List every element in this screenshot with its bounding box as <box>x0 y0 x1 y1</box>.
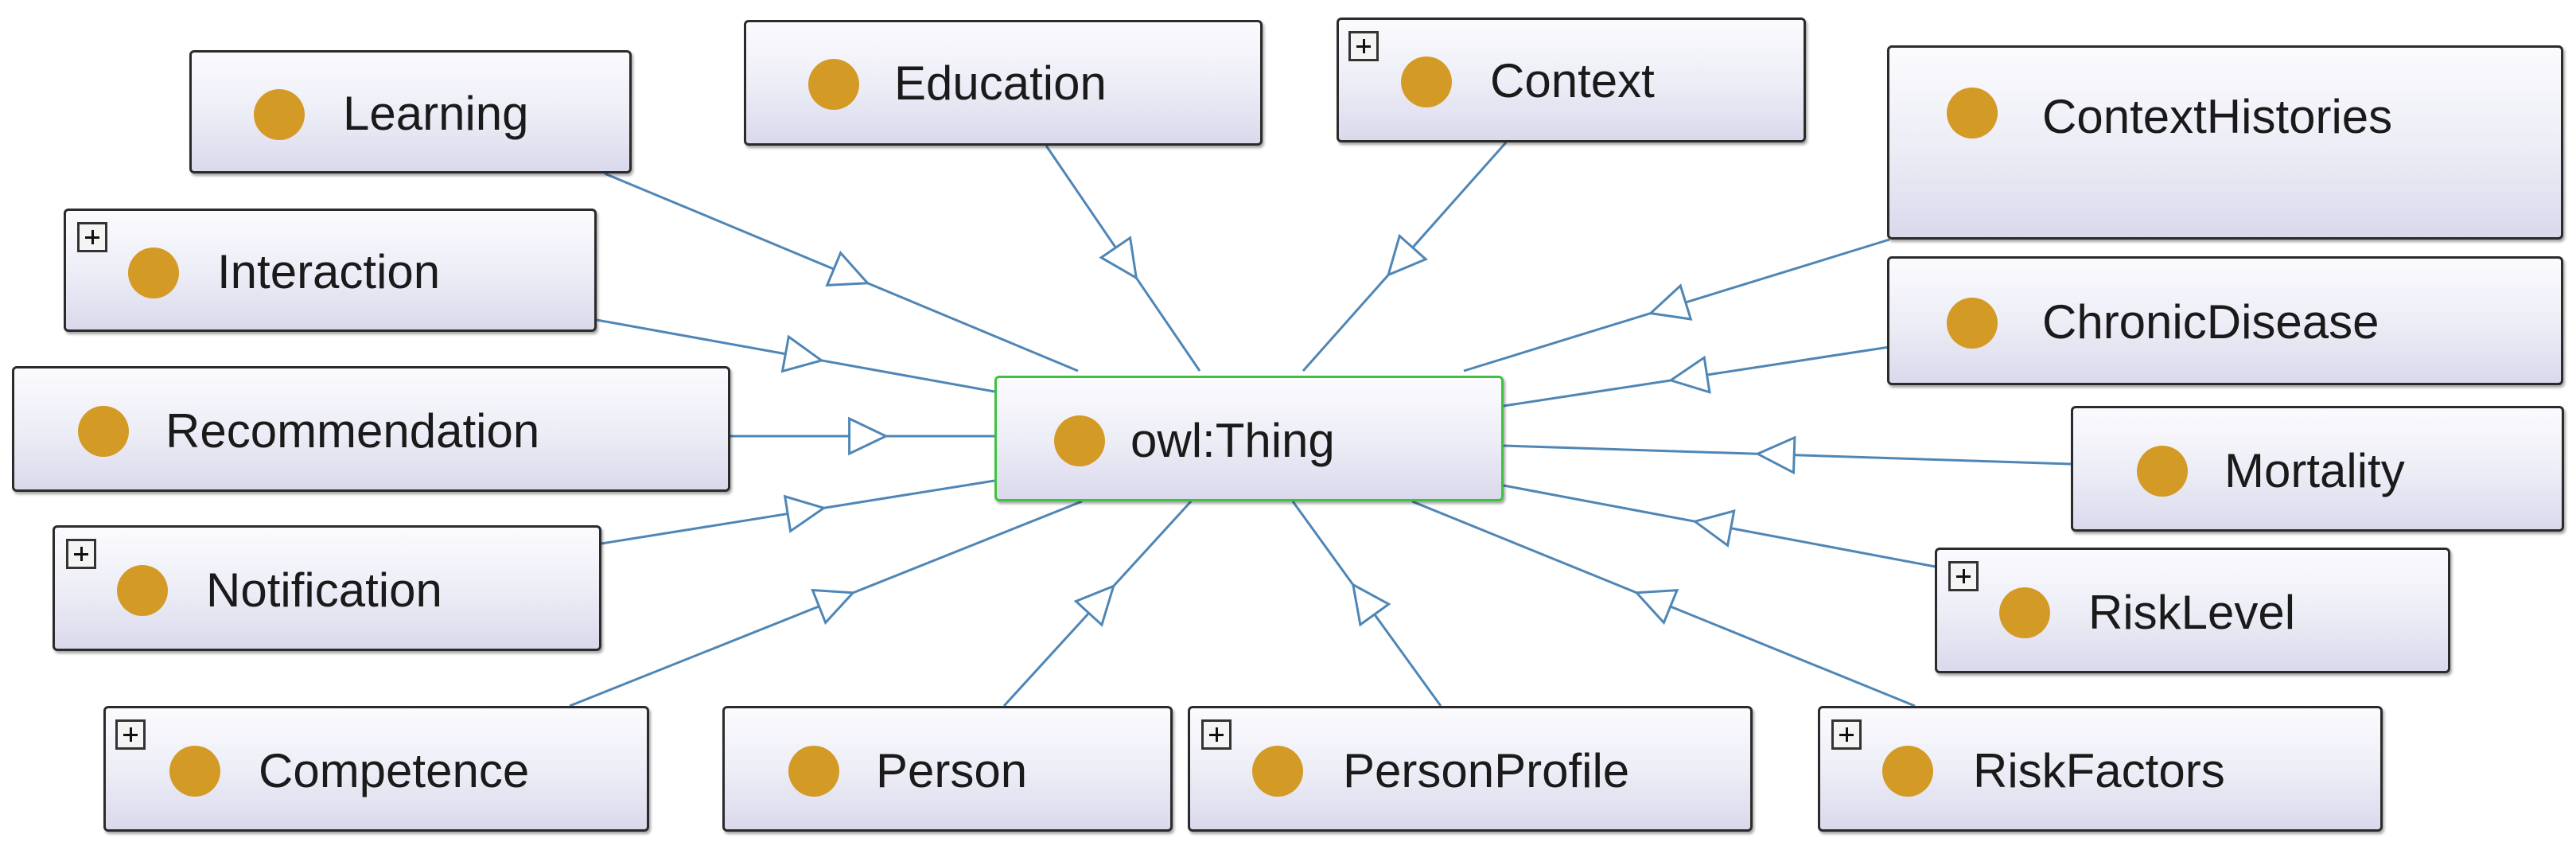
node-recommendation[interactable]: Recommendation <box>12 366 730 492</box>
node-interaction[interactable]: Interaction <box>64 209 597 332</box>
class-dot-icon <box>117 565 168 616</box>
node-person[interactable]: Person <box>722 706 1173 832</box>
plus-expand-icon[interactable] <box>1201 719 1232 750</box>
subclass-arrowhead-icon <box>1754 435 1796 475</box>
subclass-arrowhead-icon <box>1099 236 1138 281</box>
node-label: Context <box>1490 54 1655 107</box>
class-dot-icon <box>254 89 305 140</box>
node-learning[interactable]: Learning <box>189 50 632 173</box>
node-label: Mortality <box>2224 444 2405 497</box>
class-dot-icon <box>2137 446 2188 497</box>
node-label: Education <box>894 57 1107 110</box>
node-label: ChronicDisease <box>2042 295 2379 349</box>
subclass-arrowhead-icon <box>1386 233 1428 277</box>
class-dot-icon <box>1054 415 1105 466</box>
class-dot-icon <box>128 248 179 298</box>
subclass-arrowhead-icon <box>811 588 856 626</box>
class-dot-icon <box>78 406 129 457</box>
subclass-arrowhead-icon <box>1691 509 1736 548</box>
plus-expand-icon[interactable] <box>1348 31 1379 61</box>
node-label: owl:Thing <box>1130 414 1335 467</box>
node-label: Interaction <box>217 245 441 298</box>
class-dot-icon <box>1947 88 1998 138</box>
node-chronicdisease[interactable]: ChronicDisease <box>1887 256 2563 385</box>
node-label: Recommendation <box>165 404 540 458</box>
node-mortality[interactable]: Mortality <box>2071 406 2564 532</box>
node-personprofile[interactable]: PersonProfile <box>1188 706 1753 832</box>
node-contexthistories[interactable]: ContextHistories <box>1887 45 2563 240</box>
node-owl-thing[interactable]: owl:Thing <box>994 376 1504 501</box>
class-dot-icon <box>1947 298 1998 349</box>
node-label: PersonProfile <box>1343 744 1630 797</box>
subclass-arrowhead-icon <box>1073 583 1116 627</box>
plus-expand-icon[interactable] <box>66 539 96 569</box>
class-dot-icon <box>1999 587 2050 638</box>
plus-expand-icon[interactable] <box>1948 561 1979 591</box>
node-notification[interactable]: Notification <box>53 525 601 651</box>
node-label: Competence <box>259 744 530 797</box>
node-label: Notification <box>206 563 442 617</box>
node-risklevel[interactable]: RiskLevel <box>1935 548 2450 673</box>
node-competence[interactable]: Competence <box>103 706 649 832</box>
class-dot-icon <box>1401 57 1452 107</box>
plus-expand-icon[interactable] <box>77 222 107 252</box>
subclass-arrowhead-icon <box>1667 355 1711 394</box>
subclass-arrowhead-icon <box>1351 582 1391 627</box>
subclass-arrowhead-icon <box>848 416 889 456</box>
subclass-arrowhead-icon <box>780 334 825 373</box>
class-dot-icon <box>1882 746 1933 797</box>
plus-expand-icon[interactable] <box>115 719 146 750</box>
node-education[interactable]: Education <box>744 20 1263 146</box>
node-label: ContextHistories <box>2042 90 2393 143</box>
node-riskfactors[interactable]: RiskFactors <box>1818 706 2383 832</box>
class-dot-icon <box>1252 746 1303 797</box>
node-label: Learning <box>343 87 529 140</box>
node-label: Person <box>876 744 1028 797</box>
class-dot-icon <box>169 746 220 797</box>
node-context[interactable]: Context <box>1337 18 1806 142</box>
subclass-arrowhead-icon <box>783 494 827 533</box>
node-label: RiskLevel <box>2088 586 2296 639</box>
subclass-arrowhead-icon <box>825 251 870 287</box>
plus-expand-icon[interactable] <box>1831 719 1862 750</box>
node-label: RiskFactors <box>1973 744 2225 797</box>
class-dot-icon <box>808 59 859 110</box>
subclass-arrowhead-icon <box>1648 283 1693 321</box>
class-dot-icon <box>788 746 839 797</box>
subclass-arrowhead-icon <box>1633 588 1679 626</box>
